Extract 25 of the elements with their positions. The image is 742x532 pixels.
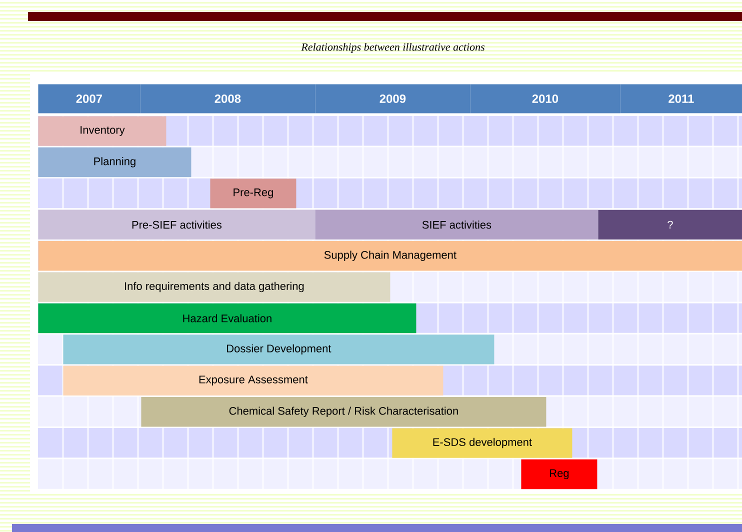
year-header: 2010	[470, 84, 620, 114]
node-label: 2007	[76, 94, 102, 103]
task-bar: Chemical Safety Report / Risk Characterisation	[141, 397, 546, 427]
task-bar: Pre-Reg	[210, 178, 296, 208]
node-label: 2008	[214, 94, 241, 103]
task-bar: Dossier Development	[63, 334, 494, 364]
task-bar: Exposure Assessment	[63, 366, 444, 396]
node-label: 2010	[532, 94, 558, 103]
node-label: 2009	[380, 94, 406, 103]
year-header: 2008	[140, 84, 316, 114]
task-bar: Reg	[521, 459, 598, 490]
task-bar: Planning	[38, 147, 192, 178]
task-bar: E-SDS development	[392, 428, 572, 458]
task-bar: Supply Chain Management	[38, 241, 742, 271]
year-header: 2011	[620, 84, 742, 114]
node-label: 2011	[668, 94, 694, 103]
task-bar: Pre-SIEF activities	[38, 210, 316, 240]
year-header: 2007	[38, 84, 140, 114]
task-bar: Inventory	[38, 116, 166, 146]
task-bar: Info requirements and data gathering	[38, 272, 390, 302]
title: Relationships between illustrative actions	[301, 43, 484, 53]
task-bar: ?	[598, 210, 742, 240]
task-bar: Hazard Evaluation	[38, 303, 416, 334]
task-bar: SIEF activities	[315, 210, 598, 240]
year-header: 2009	[315, 84, 470, 114]
